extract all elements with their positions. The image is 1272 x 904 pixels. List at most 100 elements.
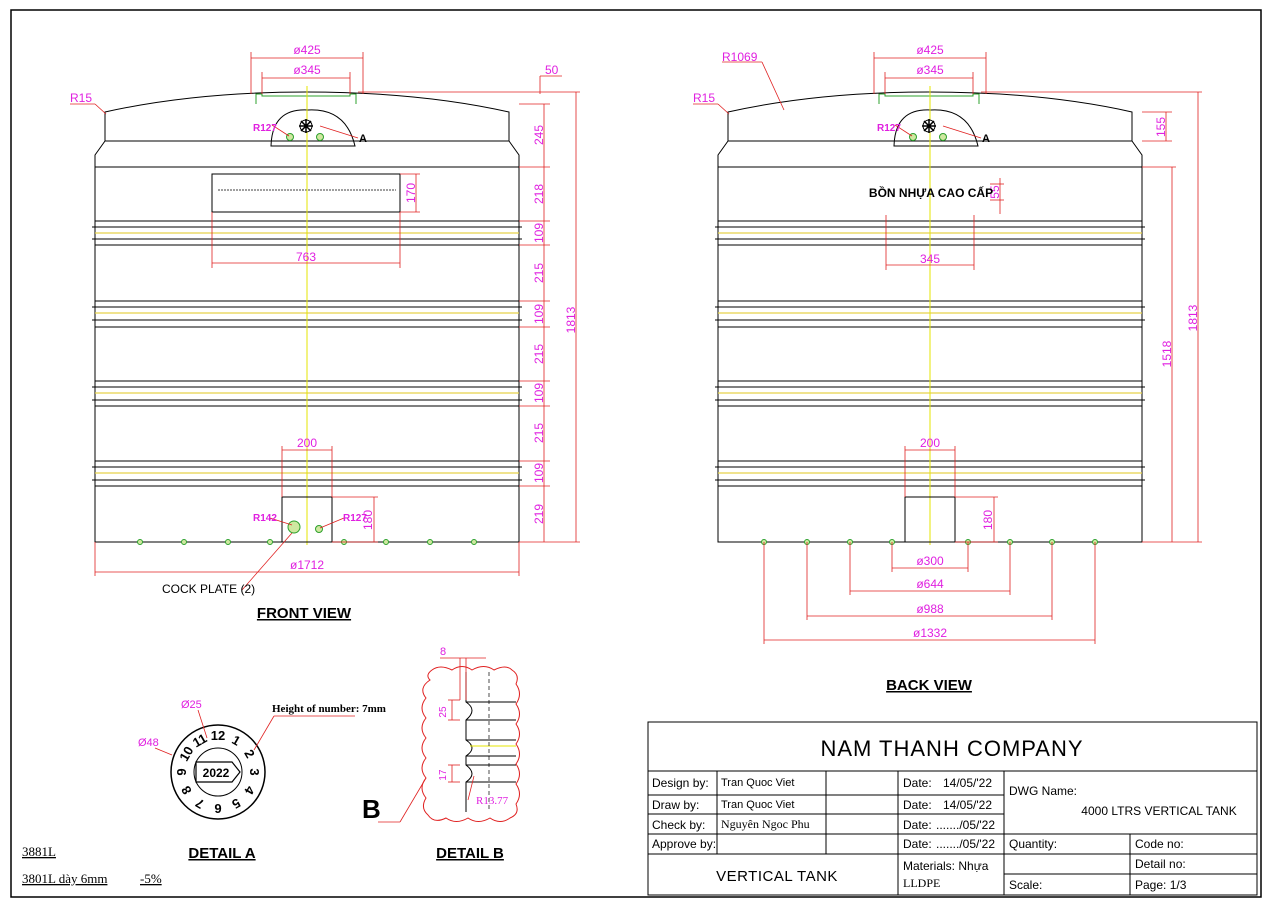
note-line2: 3801L dày 6mm bbox=[22, 871, 107, 886]
detail-b-title: DETAIL B bbox=[436, 845, 504, 862]
draw-by-label: Draw by: bbox=[652, 798, 699, 812]
front-dim-245: 245 bbox=[532, 125, 546, 145]
detail-no-label: Detail no: bbox=[1135, 857, 1186, 871]
detail-a-d48: Ø48 bbox=[138, 737, 159, 749]
back-dim-r1069: R1069 bbox=[722, 50, 758, 64]
back-view-title: BACK VIEW bbox=[886, 677, 973, 694]
check-by-label: Check by: bbox=[652, 818, 705, 832]
detail-b-r1377: R13.77 bbox=[476, 795, 509, 807]
title-block bbox=[647, 721, 1258, 896]
detail-a-number: 7 bbox=[193, 795, 207, 812]
front-view-title: FRONT VIEW bbox=[257, 605, 352, 622]
check-by-value: Nguyên Ngoc Phu bbox=[721, 817, 810, 831]
back-dim-top-inner: ø345 bbox=[916, 63, 944, 77]
detail-b-d25: 25 bbox=[438, 706, 449, 718]
front-cock-hole-small bbox=[315, 525, 323, 533]
front-dim-top-outer: ø425 bbox=[293, 43, 321, 57]
detail-a-number: 9 bbox=[174, 768, 189, 775]
sheet-border bbox=[10, 9, 1262, 898]
front-dim-total: 1813 bbox=[564, 306, 578, 333]
detail-a-title: DETAIL A bbox=[188, 845, 255, 862]
date3-label: Date: bbox=[903, 818, 932, 832]
front-dim-label-w: 763 bbox=[296, 250, 316, 264]
back-outlet-area bbox=[904, 496, 956, 543]
back-view bbox=[715, 86, 1145, 545]
notes: 3881L 3801L dày 6mm -5% bbox=[22, 844, 162, 886]
front-cock-plate-label: COCK PLATE (2) bbox=[162, 582, 255, 596]
front-outlet-area bbox=[281, 496, 333, 543]
front-dim-218: 218 bbox=[532, 184, 546, 204]
code-no-label: Code no: bbox=[1135, 837, 1184, 851]
approve-by-label: Approve by: bbox=[652, 837, 716, 851]
detail-a-number: 6 bbox=[214, 801, 221, 816]
date1-label: Date: bbox=[903, 776, 932, 790]
back-dim-outlet-h: 180 bbox=[981, 510, 995, 530]
detail-b: 8 25 17 R13.77 B DETAIL B bbox=[362, 646, 520, 862]
back-dim-labels: ø425 ø345 R1069 R15 155 1518 1813 55 345… bbox=[693, 43, 1200, 694]
date1-value: 14/05/'22 bbox=[943, 776, 992, 790]
back-dim-total: 1813 bbox=[1186, 304, 1200, 331]
date3-value: ......./05/'22 bbox=[936, 818, 995, 832]
front-dim-109b: 109 bbox=[532, 304, 546, 324]
detail-a-number: 12 bbox=[211, 728, 225, 743]
back-dim-outlet-w: 200 bbox=[920, 436, 940, 450]
front-cock-hole-large bbox=[287, 520, 301, 534]
materials-label: Materials: Nhựa bbox=[903, 859, 989, 873]
front-dim-r42: R142 bbox=[253, 513, 277, 524]
front-dim-r27-low: R127 bbox=[343, 513, 367, 524]
scale-label: Scale: bbox=[1009, 878, 1042, 892]
back-dim-r27: R127 bbox=[877, 123, 901, 134]
front-dim-outlet-w: 200 bbox=[297, 436, 317, 450]
front-dim-215b: 215 bbox=[532, 344, 546, 364]
detail-b-d8: 8 bbox=[440, 646, 446, 658]
back-marker-a: A bbox=[982, 133, 990, 145]
front-label-area bbox=[211, 173, 401, 213]
front-dim-outlet-h: 180 bbox=[361, 510, 375, 530]
front-dim-r27-top: R127 bbox=[253, 123, 277, 134]
company-name: NAM THANH COMPANY bbox=[820, 736, 1083, 761]
detail-b-marker: B bbox=[362, 794, 381, 824]
back-dim-155: 155 bbox=[1154, 117, 1168, 137]
front-dim-109c: 109 bbox=[532, 383, 546, 403]
back-dim-top-outer: ø425 bbox=[916, 43, 944, 57]
date4-label: Date: bbox=[903, 837, 932, 851]
dwg-name-label: DWG Name: bbox=[1009, 784, 1077, 798]
product-name: VERTICAL TANK bbox=[716, 868, 838, 885]
note-line1: 3881L bbox=[22, 844, 56, 859]
front-marker-a: A bbox=[359, 133, 367, 145]
design-by-value: Tran Quoc Viet bbox=[721, 777, 794, 789]
note-line3: -5% bbox=[140, 871, 162, 886]
date2-label: Date: bbox=[903, 798, 932, 812]
front-dimensions bbox=[70, 52, 580, 591]
back-dim-text-w: 345 bbox=[920, 252, 940, 266]
detail-a-number: 4 bbox=[241, 783, 258, 797]
front-dim-109a: 109 bbox=[532, 223, 546, 243]
date4-value: ......./05/'22 bbox=[936, 837, 995, 851]
front-dim-219: 219 bbox=[532, 504, 546, 524]
back-dim-d300: ø300 bbox=[916, 554, 944, 568]
design-by-label: Design by: bbox=[652, 776, 709, 790]
title-block-text: NAM THANH COMPANY Design by: Tran Quoc V… bbox=[652, 736, 1237, 892]
front-dim-base: ø1712 bbox=[290, 558, 324, 572]
detail-a-height-note: Height of number: 7mm bbox=[272, 703, 386, 715]
page-number: Page: 1/3 bbox=[1135, 878, 1187, 892]
detail-a-number: 2 bbox=[241, 747, 258, 761]
detail-a-number: 5 bbox=[229, 795, 243, 812]
date2-value: 14/05/'22 bbox=[943, 798, 992, 812]
detail-b-d17: 17 bbox=[438, 769, 449, 781]
materials-value: LLDPE bbox=[903, 876, 940, 890]
front-dome bbox=[94, 91, 520, 168]
back-brand-text: BỒN NHỰA CAO CẤP bbox=[869, 185, 993, 200]
detail-a-number: 8 bbox=[178, 783, 195, 797]
detail-a-number: 3 bbox=[247, 768, 262, 775]
back-dim-d644: ø644 bbox=[916, 577, 944, 591]
back-dim-body: 1518 bbox=[1160, 340, 1174, 367]
front-top-neck bbox=[255, 93, 357, 104]
front-dim-top-inner: ø345 bbox=[293, 63, 321, 77]
detail-a-number: 1 bbox=[229, 732, 243, 749]
back-dim-d1332: ø1332 bbox=[913, 626, 947, 640]
front-dim-r15: R15 bbox=[70, 91, 92, 105]
dwg-name-value: 4000 LTRS VERTICAL TANK bbox=[1081, 804, 1236, 818]
